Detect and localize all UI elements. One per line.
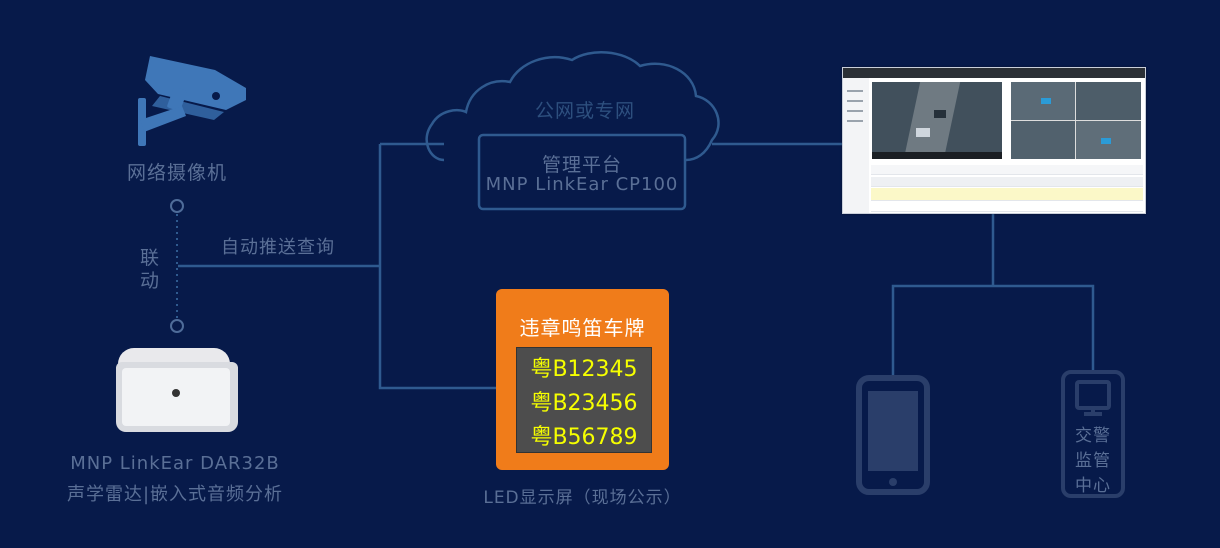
- acoustic-radar-device-icon: [112, 346, 240, 434]
- network-label: 公网或专网: [534, 100, 635, 122]
- linkage-dotted-line: [170, 199, 184, 333]
- platform-box: [477, 133, 687, 211]
- radar-model: MNP LinkEar DAR32B: [70, 453, 280, 474]
- cloud-shape: [425, 51, 720, 162]
- police-label-line3: 中心: [1075, 476, 1111, 496]
- linkage-label-line1: 联: [140, 247, 161, 269]
- linkage-label-line2: 动: [140, 270, 161, 292]
- screenshot-topbar: [843, 68, 1145, 78]
- police-label-line2: 监管: [1075, 451, 1111, 471]
- police-terminal-frame: [1061, 370, 1125, 498]
- screenshot-filter-row: [871, 165, 1143, 175]
- video-feed-1: [872, 82, 1002, 159]
- platform-model: MNP LinkEar CP100: [485, 174, 679, 195]
- radar-desc: 声学雷达|嵌入式音频分析: [66, 484, 284, 505]
- plate-3: 粤B56789: [530, 425, 638, 450]
- cctv-camera-icon: [138, 56, 246, 146]
- led-panel: 违章鸣笛车牌 粤B12345 粤B23456 粤B56789: [496, 289, 669, 470]
- plate-2: 粤B23456: [530, 391, 638, 416]
- led-plate-box: 粤B12345 粤B23456 粤B56789: [516, 347, 652, 453]
- screenshot-table-header: [871, 177, 1143, 187]
- platform-screenshot: [842, 67, 1146, 214]
- led-title: 违章鸣笛车牌: [519, 316, 646, 340]
- screenshot-row-2: [871, 201, 1143, 212]
- video-feed-2: [1011, 82, 1141, 159]
- camera-label: 网络摄像机: [126, 162, 227, 184]
- plate-1: 粤B12345: [530, 357, 638, 382]
- screenshot-sidebar: [843, 78, 869, 213]
- led-caption: LED显示屏（现场公示）: [483, 488, 682, 508]
- smartphone-icon: [856, 375, 930, 495]
- platform-title: 管理平台: [541, 154, 622, 176]
- push-label: 自动推送查询: [221, 237, 335, 258]
- police-label-line1: 交警: [1075, 426, 1111, 446]
- screenshot-row-1: [871, 188, 1143, 201]
